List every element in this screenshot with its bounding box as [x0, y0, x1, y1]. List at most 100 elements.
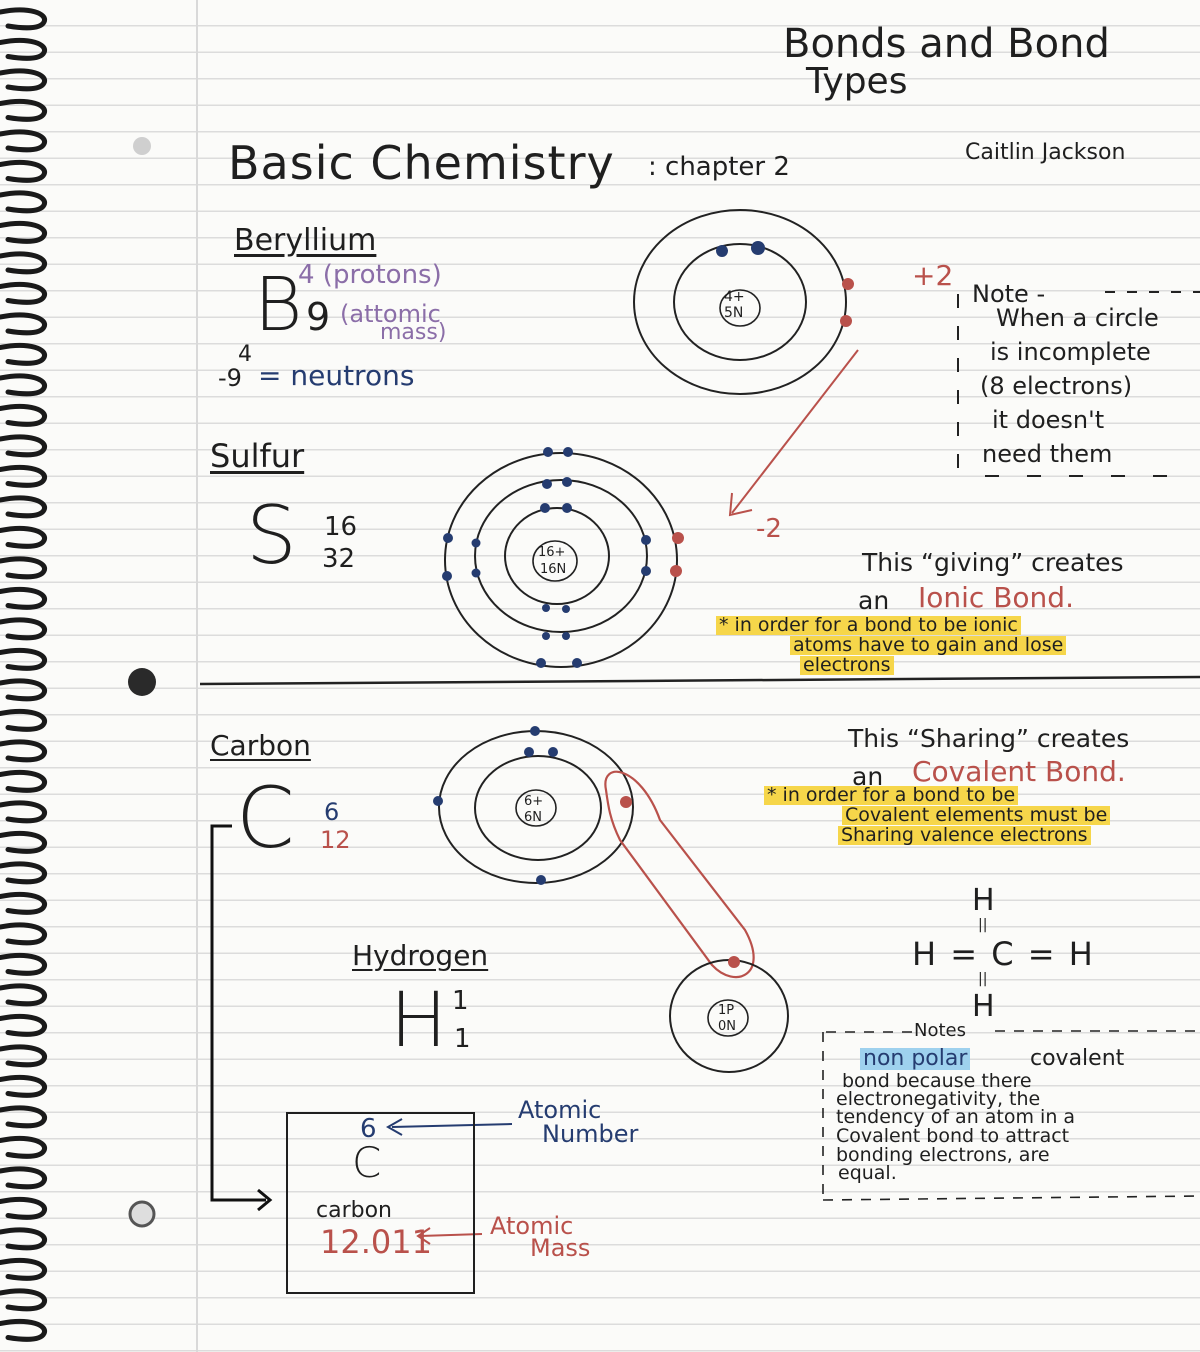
spiral-coil [0, 464, 47, 488]
spiral-coil [0, 7, 47, 31]
sulfur-atom [442, 447, 684, 668]
spiral-coil [0, 617, 47, 641]
section-divider [199, 675, 1200, 686]
spiral-coil [0, 708, 47, 732]
spiral-coil [0, 952, 47, 976]
hydrogen-number: 1 [452, 986, 469, 1016]
spiral-coil [0, 861, 47, 885]
carbon-symbol: C [236, 769, 295, 867]
covalent-bond-term: Covalent Bond. [912, 755, 1126, 788]
spiral-coil [0, 922, 47, 946]
covalent-highlight-3: Sharing valence electrons [838, 826, 1091, 845]
ionic-line1: This “giving” creates [862, 548, 1124, 577]
structure-bottom-bond: || [978, 971, 988, 987]
spiral-coil [0, 403, 47, 427]
spiral-coil [0, 281, 47, 305]
sulfur-nucleus-neutrons: 16N [540, 562, 567, 577]
spiral-coil [0, 1196, 47, 1220]
page-title-line2: Types [806, 61, 908, 102]
spiral-coil [0, 1257, 47, 1281]
spiral-coil [0, 373, 47, 397]
spiral-coil [0, 647, 47, 671]
chapter-label: : chapter 2 [648, 152, 790, 182]
spiral-coil [0, 830, 47, 854]
spiral-coil [0, 1135, 47, 1159]
margin-line [196, 0, 198, 1352]
beryllium-mass-label-2: mass) [380, 320, 447, 345]
spiral-coil [0, 1288, 47, 1312]
note-line: is incomplete [990, 338, 1151, 366]
page-title-line1: Bonds and Bond [783, 21, 1110, 67]
sulfur-heading: Sulfur [210, 437, 305, 475]
element-box-mass: 12.011 [320, 1223, 432, 1261]
beryllium-nucleus-protons: 4+ [724, 289, 745, 305]
note-title: Note - [972, 280, 1046, 308]
spiral-coil [0, 983, 47, 1007]
hydrogen-nucleus-protons: 1P [718, 1003, 735, 1018]
notes-highlight-nonpolar: non polar [860, 1048, 971, 1070]
spiral-coil [0, 129, 47, 153]
spiral-coil [0, 891, 47, 915]
notes-line: electronegativity, the [836, 1088, 1041, 1110]
note-line: need them [982, 440, 1113, 468]
ionic-transfer-arrow [728, 349, 859, 517]
carbon-number: 6 [324, 798, 340, 826]
covalent-highlight-2: Covalent elements must be [842, 806, 1111, 825]
spiral-coil [0, 495, 47, 519]
spiral-coil [0, 1074, 47, 1098]
spiral-coil [0, 312, 47, 336]
note-box-border [957, 291, 1200, 477]
beryllium-mass: 9 [306, 295, 331, 339]
spiral-coil [0, 1166, 47, 1190]
carbon-mass: 12 [320, 826, 351, 854]
carbon-nucleus-protons: 6+ [524, 794, 544, 809]
sulfur-charge: -2 [756, 514, 782, 544]
carbon-bracket-arrow [210, 824, 273, 1212]
covalent-highlight-1: * in order for a bond to be [764, 786, 1019, 805]
hydrogen-atom [669, 956, 789, 1073]
spiral-coil [0, 586, 47, 610]
notes-line: equal. [838, 1162, 897, 1184]
structure-bottom-h: H [972, 989, 995, 1024]
beryllium-symbol: B [254, 262, 303, 348]
spiral-coil [0, 769, 47, 793]
hydrogen-nucleus-neutrons: 0N [718, 1019, 736, 1034]
ionic-highlight-1: * in order for a bond to be ionic [716, 616, 1021, 635]
beryllium-nucleus-neutrons: 5N [724, 305, 744, 321]
element-box-name: carbon [316, 1198, 392, 1223]
hydrogen-mass: 1 [454, 1024, 471, 1054]
spiral-coil [0, 525, 47, 549]
beryllium-charge: +2 [912, 259, 954, 292]
covalent-line1: This “Sharing” creates [848, 724, 1130, 753]
spiral-coil [0, 68, 47, 92]
spiral-coil [0, 434, 47, 458]
note-line: (8 electrons) [980, 372, 1133, 400]
notes-line: bond because there [842, 1070, 1032, 1092]
ionic-highlight-3: electrons [800, 656, 894, 675]
notes-line: tendency of an atom in a [836, 1106, 1076, 1128]
spiral-coil [0, 220, 47, 244]
beryllium-protons: 4 (protons) [298, 260, 442, 290]
spiral-coil [0, 678, 47, 702]
atomic-mass-label-2: Mass [530, 1234, 591, 1262]
sulfur-mass: 32 [322, 544, 356, 574]
spiral-binding [0, 7, 47, 1342]
carbon-atom [433, 726, 634, 885]
notes-line: Covalent bond to attract [836, 1125, 1070, 1147]
spiral-coil [0, 159, 47, 183]
atomic-number-label-2: Number [542, 1120, 639, 1148]
hydrogen-symbol: H [390, 975, 448, 1064]
spiral-coil [0, 37, 47, 61]
spiral-coil [0, 800, 47, 824]
atomic-number-arrow [385, 1118, 513, 1136]
spiral-coil [0, 1105, 47, 1129]
element-box-number: 6 [360, 1114, 377, 1144]
spiral-coil [0, 739, 47, 763]
notes-box-border [822, 1030, 1200, 1201]
sulfur-nucleus-protons: 16+ [538, 545, 566, 560]
ionic-line2-prefix: an [858, 586, 890, 615]
element-box-symbol: C [352, 1138, 382, 1187]
sulfur-number: 16 [324, 512, 358, 542]
spiral-coil [0, 342, 47, 366]
